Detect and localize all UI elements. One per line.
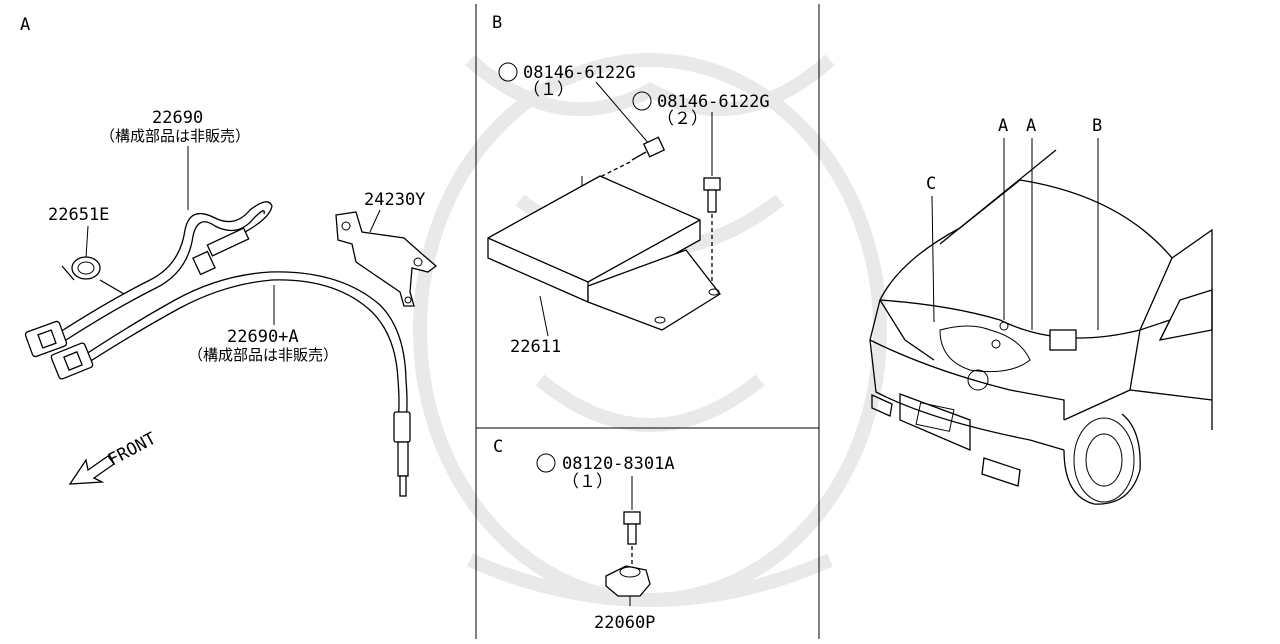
section-c-letter: C <box>493 437 503 457</box>
part-number-22690: 22690 <box>152 108 203 128</box>
callout-a-2: A <box>1026 116 1036 136</box>
mounting-bolt-2 <box>703 177 721 290</box>
quantity-2: （２） <box>657 109 708 129</box>
part-number-24230y: 24230Y <box>364 190 425 210</box>
section-b-letter: B <box>492 13 502 33</box>
knock-sensor <box>605 565 651 606</box>
vehicle-outline <box>869 149 1213 505</box>
knock-sensor-bolt <box>623 511 641 566</box>
bolt-marker-circle-2 <box>632 91 652 111</box>
section-a-letter: A <box>20 15 30 35</box>
callout-c: C <box>926 174 936 194</box>
leader-22611 <box>539 295 549 337</box>
sensor-bracket <box>335 211 438 307</box>
front-direction-arrow: FRONT <box>68 429 160 485</box>
oxygen-sensor-upper <box>24 201 273 358</box>
wire-clip <box>61 256 125 295</box>
part-number-08146-6122g-2: 08146-6122G <box>657 92 770 112</box>
control-module-box <box>487 175 721 331</box>
part-number-22690a: 22690+A <box>227 327 299 347</box>
section-a: A 22690 （構成部品は非販売） 22651E 24230Y 22690+A… <box>20 15 438 497</box>
part-number-22611: 22611 <box>510 337 561 357</box>
panel-dividers <box>475 4 820 639</box>
part-note-lower: （構成部品は非販売） <box>188 346 338 364</box>
part-number-22060p: 22060P <box>594 613 655 633</box>
bolt-marker-circle-3 <box>536 453 556 473</box>
leader-bolt-1 <box>595 81 651 146</box>
bolt-marker-circle-1 <box>498 62 518 82</box>
callout-b: B <box>1092 116 1102 136</box>
section-b: B 08146-6122G （１） 08146-6122G （２） <box>487 13 770 357</box>
front-label: FRONT <box>105 429 160 471</box>
quantity-1: （１） <box>523 80 574 100</box>
part-note-upper: （構成部品は非販売） <box>100 127 250 145</box>
mounting-bolt-1 <box>589 136 666 183</box>
part-number-08120-8301a: 08120-8301A <box>562 454 675 474</box>
leader-22651e <box>85 225 89 259</box>
part-number-08146-6122g-1: 08146-6122G <box>523 63 636 83</box>
oxygen-sensor-lower <box>50 271 411 497</box>
section-c: C 08120-8301A （１） 22060P <box>493 437 675 633</box>
callout-a-1: A <box>998 116 1008 136</box>
vehicle-location-view: A A B C <box>869 116 1213 505</box>
quantity-c: （１） <box>562 472 613 492</box>
leader-24230y <box>369 209 381 233</box>
part-number-22651e: 22651E <box>48 205 109 225</box>
